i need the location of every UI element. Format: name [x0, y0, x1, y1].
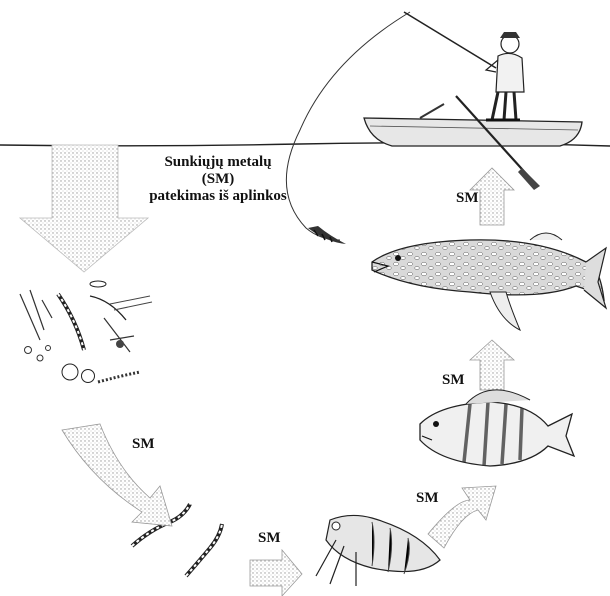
inflow-caption: Sunkiųjų metalų (SM) patekimas iš aplink…: [118, 154, 318, 205]
pike-icon: [372, 233, 606, 330]
label-sm-mosquito-dragonfly: SM: [258, 530, 281, 547]
label-sm-perch-pike: SM: [442, 372, 465, 389]
inflow-caption-line-3: patekimas iš aplinkos: [118, 188, 318, 205]
boat-icon: [364, 96, 582, 190]
dragonfly-larva-icon: [316, 515, 440, 586]
plankton-icon: [20, 281, 152, 383]
label-sm-plankton-mosquito: SM: [132, 436, 155, 453]
arrow-mosquito-to-dragonfly: [250, 550, 302, 596]
inflow-caption-line-1: Sunkiųjų metalų: [118, 154, 318, 171]
label-sm-larva-perch: SM: [416, 490, 439, 507]
fishing-lure-icon: [308, 226, 346, 244]
arrow-perch-to-pike: [470, 340, 514, 390]
arrow-plankton-to-mosquito: [62, 424, 172, 526]
inflow-caption-line-2: (SM): [118, 171, 318, 188]
label-sm-pike-fisherman: SM: [456, 190, 479, 207]
perch-icon: [420, 390, 574, 466]
